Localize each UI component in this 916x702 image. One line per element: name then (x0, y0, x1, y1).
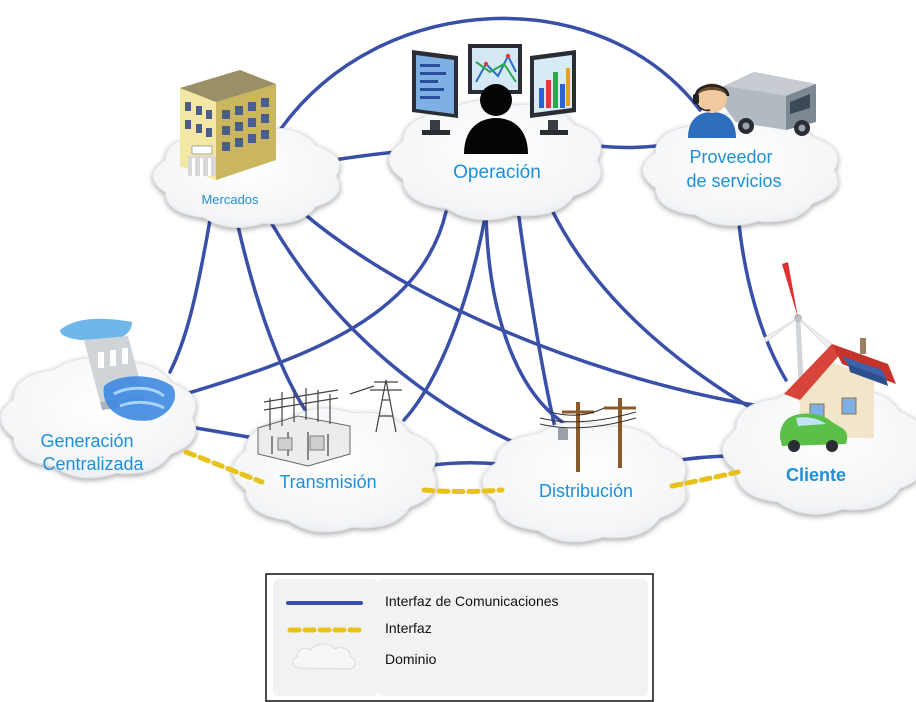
substation-tower-icon (257, 379, 402, 467)
communication-link-operacion-proveedor (596, 144, 658, 150)
communication-link-operacion-cliente (548, 204, 774, 422)
interface-link-transmision-distribucion (421, 487, 505, 494)
communication-link-proveedor-cliente (736, 212, 788, 382)
communication-link-operacion-generacion (170, 210, 448, 400)
legend-domain-swatch (292, 643, 356, 670)
interface-link-generacion-transmision (183, 449, 265, 485)
generacion-label-line2: Centralizada (42, 454, 144, 474)
service-provider-truck-icon (688, 72, 816, 138)
transmision-label: Transmisión (279, 472, 376, 492)
communication-link-mercados-proveedor (278, 16, 702, 132)
utility-poles-icon (539, 398, 637, 472)
legend-text-panel (378, 579, 648, 696)
interface-links (183, 449, 741, 494)
communication-link-mercados-cliente (300, 210, 776, 410)
cliente-label: Cliente (786, 465, 846, 485)
communication-link-mercados-operacion (332, 150, 398, 162)
communication-link-mercados-transmision (236, 224, 314, 422)
legend-interface-label: Interfaz (385, 620, 432, 636)
communication-link-operacion-transmision (402, 210, 488, 422)
communication-links (168, 16, 788, 468)
legend-communications-label: Interfaz de Comunicaciones (385, 593, 559, 609)
distribucion-domain-cloud (481, 421, 687, 543)
generacion-label-line1: Generación (40, 431, 133, 451)
interface-link-distribucion-cliente (669, 469, 741, 489)
hydro-dam-icon (60, 318, 176, 421)
control-room-operator-icon (412, 44, 576, 154)
legend-panel (273, 579, 378, 696)
mercados-label: Mercados (201, 192, 259, 207)
market-building-icon (180, 70, 276, 180)
proveedor-label-line2: de servicios (686, 171, 781, 191)
legend: Interfaz de Comunicaciones Interfaz Domi… (265, 573, 654, 702)
smart-home-wind-turbine-icon (763, 262, 896, 452)
communication-link-operacion-distribucion-secondary (484, 210, 574, 430)
operacion-label: Operación (453, 162, 541, 183)
communication-link-mercados-generacion (168, 218, 212, 374)
proveedor-label-line1: Proveedor (689, 147, 772, 167)
legend-domain-label: Dominio (385, 651, 437, 667)
communication-link-mercados-distribucion (270, 222, 524, 448)
distribucion-label: Distribución (539, 481, 633, 501)
communication-link-transmision-distribucion (424, 460, 502, 468)
